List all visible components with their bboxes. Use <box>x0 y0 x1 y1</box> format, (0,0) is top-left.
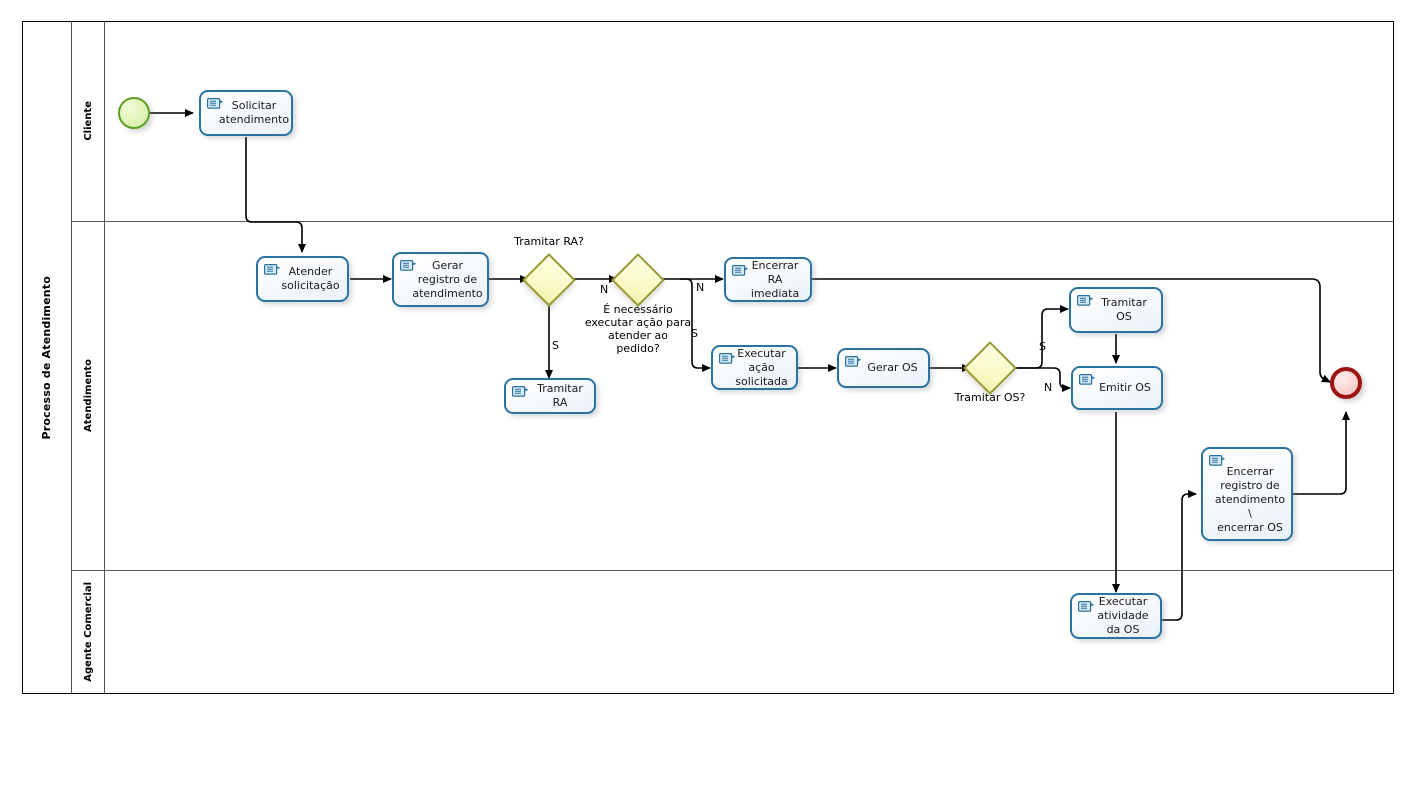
document-icon <box>719 353 736 364</box>
document-icon <box>1209 455 1226 466</box>
task-label: Tramitar OS <box>1101 296 1147 323</box>
task-label: Atender solicitação <box>281 265 340 292</box>
task-label: Encerrar registro de atendimento \ encer… <box>1214 465 1286 534</box>
task-label: Encerrar RA imediata <box>750 258 800 300</box>
task-tramitar-ra[interactable]: Tramitar RA <box>504 378 596 414</box>
pool-label-text: Processo de Atendimento <box>40 275 53 440</box>
pool-label: Processo de Atendimento <box>22 21 72 694</box>
flow-label-gw-os-n: N <box>1044 381 1053 394</box>
task-label: Tramitar RA <box>537 382 583 409</box>
document-icon <box>1078 601 1095 612</box>
task-solicitar-atendimento[interactable]: Solicitar atendimento <box>199 90 293 136</box>
task-gerar-os[interactable]: Gerar OS <box>837 348 930 388</box>
task-atender-solicitacao[interactable]: Atender solicitação <box>256 256 349 302</box>
gateway-caption-tramitar-os: Tramitar OS? <box>954 391 1026 404</box>
pool-outline <box>22 21 1394 694</box>
lane-divider-2 <box>72 570 1394 571</box>
task-encerrar-registro-atendimento[interactable]: Encerrar registro de atendimento \ encer… <box>1201 447 1293 541</box>
task-emitir-os[interactable]: Emitir OS <box>1071 366 1163 410</box>
document-icon <box>845 356 862 367</box>
flow-label-gw-ra-s: S <box>552 339 559 352</box>
task-encerrar-ra-imediata[interactable]: Encerrar RA imediata <box>724 257 812 302</box>
task-label: Executar ação solicitada <box>735 346 788 388</box>
lane-label-agente-comercial: Agente Comercial <box>72 570 105 694</box>
gateway-caption-necessario-executar-acao: É necessário executar ação para atender … <box>584 303 692 355</box>
task-executar-atividade-da-os[interactable]: Executar atividade da OS <box>1070 593 1162 639</box>
document-icon <box>732 265 749 276</box>
start-event[interactable] <box>118 97 150 129</box>
task-tramitar-os[interactable]: Tramitar OS <box>1069 287 1163 333</box>
task-label: Executar atividade da OS <box>1097 595 1149 636</box>
document-icon <box>207 98 224 109</box>
document-icon <box>264 264 281 275</box>
lane-label-atendimento-text: Atendimento <box>82 359 94 432</box>
lane-label-atendimento: Atendimento <box>72 221 105 570</box>
task-label: Gerar registro de atendimento <box>412 258 483 300</box>
document-icon <box>1079 374 1096 385</box>
task-executar-acao-solicitada[interactable]: Executar ação solicitada <box>711 345 798 390</box>
document-icon <box>1077 295 1094 306</box>
document-icon <box>512 386 529 397</box>
lane-label-agente-comercial-text: Agente Comercial <box>82 582 94 682</box>
flow-label-gw-acao-n: N <box>696 281 705 294</box>
task-label: Emitir OS <box>1099 381 1151 394</box>
document-icon <box>400 260 417 271</box>
end-event[interactable] <box>1330 367 1362 399</box>
lane-label-cliente: Cliente <box>72 21 105 221</box>
flow-label-gw-os-s: S <box>1039 340 1046 353</box>
lane-label-cliente-text: Cliente <box>82 101 94 141</box>
lane-divider-1 <box>72 221 1394 222</box>
flow-label-gw-ra-n: N <box>600 283 609 296</box>
flow-label-gw-acao-s: S <box>691 327 698 340</box>
gateway-caption-tramitar-ra: Tramitar RA? <box>514 235 584 248</box>
task-label: Solicitar atendimento <box>218 99 290 126</box>
task-gerar-registro-atendimento[interactable]: Gerar registro de atendimento <box>392 252 489 307</box>
